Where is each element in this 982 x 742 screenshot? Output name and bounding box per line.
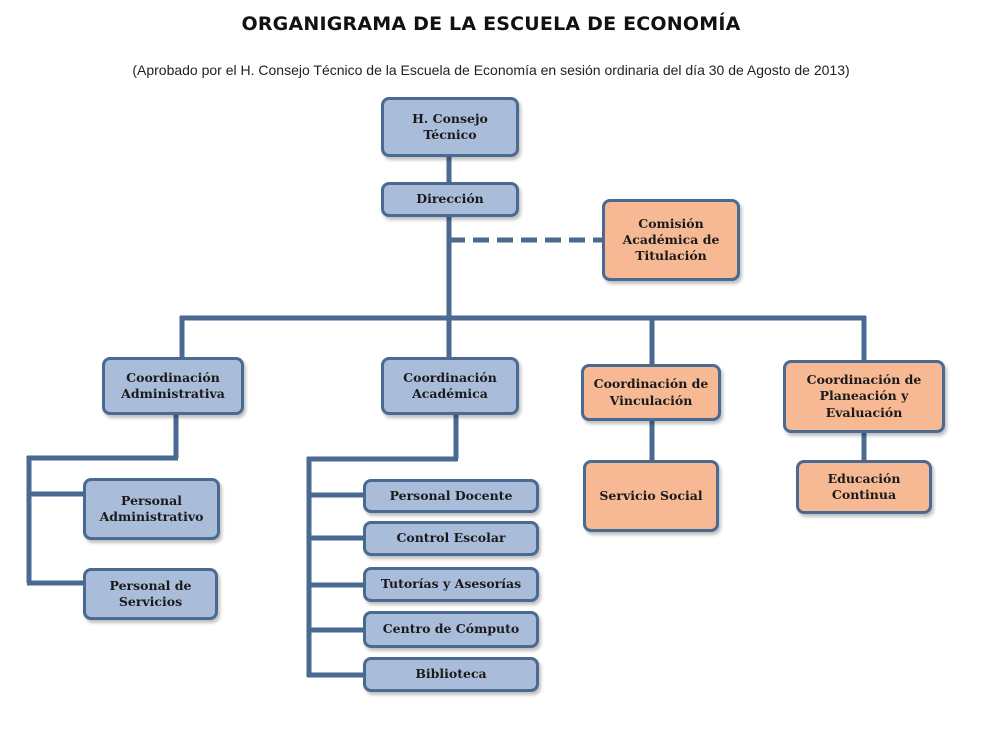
- chart-title: ORGANIGRAMA DE LA ESCUELA DE ECONOMÍA: [241, 13, 741, 35]
- node-consejo-tecnico: H. Consejo Técnico: [381, 97, 519, 157]
- node-centro-computo: Centro de Cómputo: [363, 611, 539, 648]
- node-educacion-continua: Educación Continua: [796, 460, 932, 514]
- node-coord-academica: Coordinación Académica: [381, 357, 519, 415]
- node-servicio-social: Servicio Social: [583, 460, 719, 532]
- node-coord-administrativa: Coordinación Administrativa: [102, 357, 244, 415]
- node-personal-servicios: Personal de Servicios: [83, 568, 218, 620]
- node-control-escolar: Control Escolar: [363, 521, 539, 556]
- node-tutorias-asesorias: Tutorías y Asesorías: [363, 567, 539, 602]
- node-biblioteca: Biblioteca: [363, 657, 539, 692]
- node-coord-vinculacion: Coordinación de Vinculación: [581, 364, 721, 421]
- chart-subtitle: (Aprobado por el H. Consejo Técnico de l…: [132, 62, 850, 78]
- node-comision-titulacion: Comisión Académica de Titulación: [602, 199, 740, 281]
- node-direccion: Dirección: [381, 182, 519, 217]
- node-coord-planeacion: Coordinación de Planeación y Evaluación: [783, 360, 945, 433]
- node-personal-administrativo: Personal Administrativo: [83, 478, 220, 540]
- node-personal-docente: Personal Docente: [363, 479, 539, 513]
